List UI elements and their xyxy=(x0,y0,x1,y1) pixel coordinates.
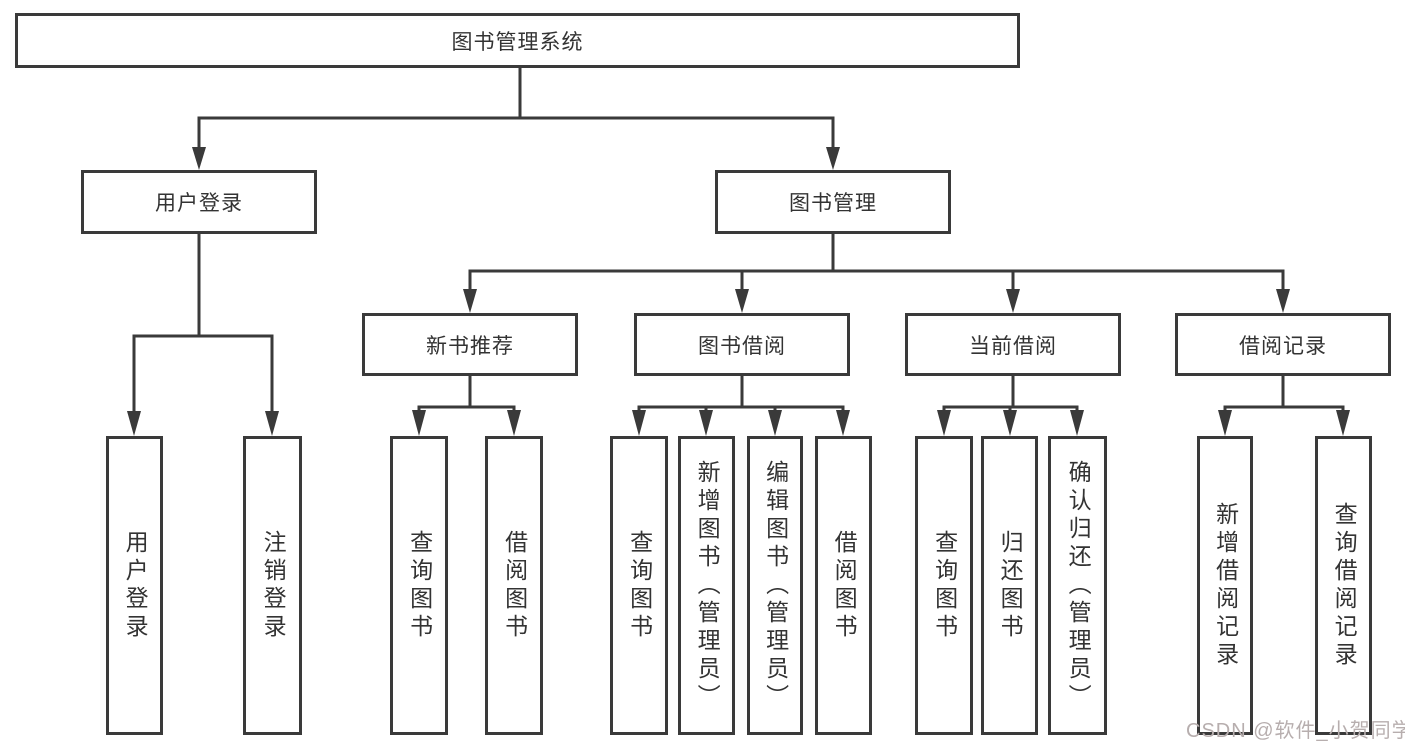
node-book-management: 图书管理 xyxy=(715,170,951,234)
node-new-book-recommend: 新书推荐 xyxy=(362,313,578,376)
node-user-login: 用户登录 xyxy=(81,170,317,234)
leaf-user-login: 用户登录 xyxy=(106,436,163,735)
node-book-management-label: 图书管理 xyxy=(789,192,877,215)
arrowhead-leaf-login xyxy=(127,411,141,436)
arrowhead-cb-leaf3 xyxy=(1070,410,1084,436)
leaf-edit-books-admin-label: 编辑图书（管理员） xyxy=(762,459,789,712)
arrowhead-leaf-logout xyxy=(265,411,279,436)
leaf-user-login-label: 用户登录 xyxy=(122,529,149,642)
csdn-watermark: CSDN @软件_小贺同学 xyxy=(1186,720,1405,742)
node-user-login-label: 用户登录 xyxy=(155,192,243,215)
arrowhead-current-borrow xyxy=(1006,289,1020,313)
arrowhead-bb-leaf1 xyxy=(632,410,646,436)
arrowhead-bb-leaf3 xyxy=(768,410,782,436)
node-current-borrow: 当前借阅 xyxy=(905,313,1121,376)
node-borrow-records-label: 借阅记录 xyxy=(1239,334,1327,358)
node-book-borrow: 图书借阅 xyxy=(634,313,850,376)
leaf-confirm-return-admin: 确认归还（管理员） xyxy=(1048,436,1107,735)
node-borrow-records: 借阅记录 xyxy=(1175,313,1391,376)
arrowhead-bb-leaf2 xyxy=(699,410,713,436)
leaf-add-borrow-record: 新增借阅记录 xyxy=(1197,436,1253,735)
leaf-query-books-borrow: 查询图书 xyxy=(610,436,668,735)
node-current-borrow-label: 当前借阅 xyxy=(969,334,1057,358)
arrowhead-user-login xyxy=(192,147,206,170)
leaf-edit-books-admin: 编辑图书（管理员） xyxy=(747,436,803,735)
arrowhead-cb-leaf1 xyxy=(937,410,951,436)
leaf-query-books-recommend-label: 查询图书 xyxy=(406,529,433,642)
arrowhead-book-mgmt xyxy=(826,147,840,170)
leaf-borrow-books-recommend: 借阅图书 xyxy=(485,436,543,735)
leaf-add-borrow-record-label: 新增借阅记录 xyxy=(1212,501,1239,670)
leaf-return-books-label: 归还图书 xyxy=(997,529,1024,642)
arrowhead-bb-leaf4 xyxy=(836,410,850,436)
node-book-borrow-label: 图书借阅 xyxy=(698,334,786,358)
leaf-query-books-current-label: 查询图书 xyxy=(931,529,958,642)
arrowhead-br-leaf2 xyxy=(1336,410,1350,436)
arrowhead-new-book xyxy=(463,289,477,313)
leaf-query-books-current: 查询图书 xyxy=(915,436,973,735)
leaf-return-books: 归还图书 xyxy=(981,436,1038,735)
leaf-add-books-admin-label: 新增图书（管理员） xyxy=(694,459,721,712)
leaf-query-books-borrow-label: 查询图书 xyxy=(626,529,653,642)
node-library-system-label: 图书管理系统 xyxy=(451,30,584,54)
arrowhead-nb-leaf1 xyxy=(412,410,426,436)
leaf-borrow-books-label: 借阅图书 xyxy=(831,529,858,642)
leaf-query-borrow-record-label: 查询借阅记录 xyxy=(1331,501,1358,670)
arrowhead-book-borrow xyxy=(735,289,749,313)
node-library-system: 图书管理系统 xyxy=(15,13,1020,68)
leaf-borrow-books: 借阅图书 xyxy=(815,436,872,735)
leaf-query-books-recommend: 查询图书 xyxy=(390,436,448,735)
leaf-borrow-books-recommend-label: 借阅图书 xyxy=(501,529,528,642)
leaf-query-borrow-record: 查询借阅记录 xyxy=(1315,436,1372,735)
arrowhead-nb-leaf2 xyxy=(507,410,521,436)
arrowhead-cb-leaf2 xyxy=(1003,410,1017,436)
leaf-add-books-admin: 新增图书（管理员） xyxy=(678,436,735,735)
node-new-book-recommend-label: 新书推荐 xyxy=(426,334,514,358)
leaf-confirm-return-admin-label: 确认归还（管理员） xyxy=(1065,459,1092,712)
arrowhead-borrow-record xyxy=(1276,289,1290,313)
leaf-logout: 注销登录 xyxy=(243,436,302,735)
leaf-logout-label: 注销登录 xyxy=(260,529,287,642)
arrowhead-br-leaf1 xyxy=(1218,410,1232,436)
